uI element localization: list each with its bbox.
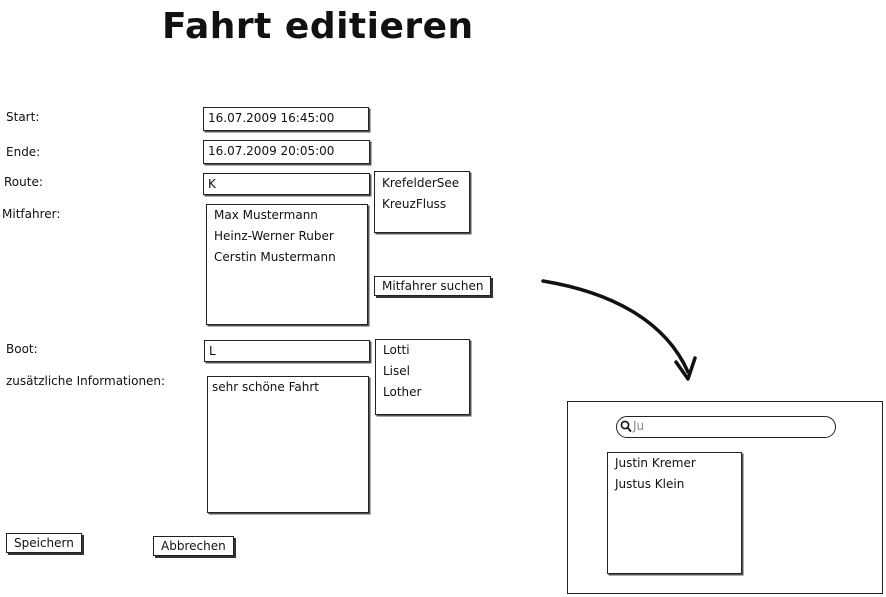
boat-suggestion-item[interactable]: Lisel — [383, 364, 410, 378]
list-item[interactable]: Justus Klein — [615, 477, 685, 491]
list-item[interactable]: Heinz-Werner Ruber — [214, 229, 334, 243]
boat-suggestions: Lotti Lisel Lother — [375, 339, 470, 415]
search-icon — [620, 420, 632, 432]
search-input-value: Ju — [633, 419, 645, 433]
boat-suggestion-item[interactable]: Lother — [383, 385, 422, 399]
search-results-list[interactable]: Justin Kremer Justus Klein — [607, 452, 742, 574]
info-label: zusätzliche Informationen: — [6, 374, 166, 388]
passengers-list[interactable]: Max Mustermann Heinz-Werner Ruber Cersti… — [206, 204, 368, 325]
list-item[interactable]: Cerstin Mustermann — [214, 250, 336, 264]
list-item[interactable]: Justin Kremer — [615, 456, 696, 470]
list-item[interactable]: Max Mustermann — [214, 208, 318, 222]
search-input[interactable]: Ju — [616, 416, 836, 438]
search-passengers-button[interactable]: Mitfahrer suchen — [374, 276, 492, 296]
boat-label: Boot: — [6, 342, 38, 356]
passenger-search-dialog: Ju Justin Kremer Justus Klein — [567, 401, 883, 594]
route-input[interactable]: K — [203, 173, 370, 195]
boat-input[interactable]: L — [204, 340, 370, 362]
end-input[interactable]: 16.07.2009 20:05:00 — [203, 140, 370, 164]
start-label: Start: — [6, 110, 40, 124]
route-suggestion-item[interactable]: KrefelderSee — [382, 176, 460, 190]
route-suggestions: KrefelderSee KreuzFluss — [374, 171, 470, 233]
cancel-button[interactable]: Abbrechen — [153, 536, 234, 556]
route-label: Route: — [4, 175, 43, 189]
passengers-label: Mitfahrer: — [2, 207, 61, 221]
save-button[interactable]: Speichern — [6, 533, 82, 553]
boat-suggestion-item[interactable]: Lotti — [383, 343, 410, 357]
info-textarea[interactable]: sehr schöne Fahrt — [207, 376, 369, 513]
start-input[interactable]: 16.07.2009 16:45:00 — [203, 107, 369, 131]
end-label: Ende: — [6, 145, 41, 159]
route-suggestion-item[interactable]: KreuzFluss — [382, 197, 447, 211]
page-title: Fahrt editieren — [162, 6, 474, 47]
